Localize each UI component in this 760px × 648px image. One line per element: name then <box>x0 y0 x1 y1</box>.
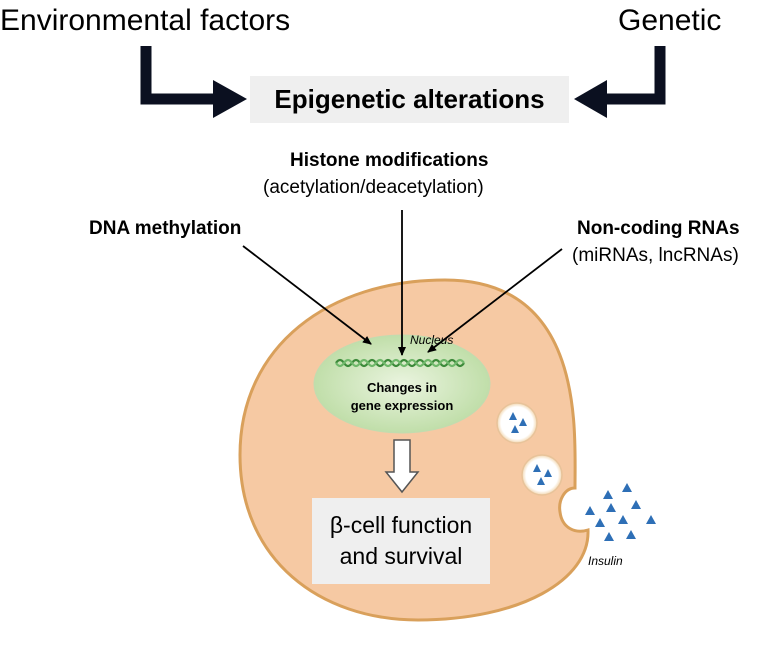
dna-methylation-arrow <box>242 245 372 345</box>
nucleus-text-line1: Changes in <box>366 380 438 395</box>
outcome-down-arrow <box>384 439 420 494</box>
epigenetic-alterations-label: Epigenetic alterations <box>274 84 545 114</box>
genetic-arrow <box>574 46 666 118</box>
epigenetic-alterations-box: Epigenetic alterations <box>250 76 569 123</box>
insulin-label: Insulin <box>588 554 623 568</box>
histone-modifications-detail: (acetylation/deacetylation) <box>263 177 484 198</box>
nucleus-changes-text: Changes in gene expression <box>332 379 472 414</box>
dna-helix-icon <box>335 358 465 368</box>
environmental-factors-label: Environmental factors <box>0 4 291 37</box>
outcome-line1: β-cell function <box>329 511 473 538</box>
non-coding-rnas-detail: (miRNAs, lncRNAs) <box>572 245 739 266</box>
released-insulin-granules <box>585 483 656 541</box>
dna-methylation-label: DNA methylation <box>89 218 242 239</box>
non-coding-rnas-label: Non-coding RNAs <box>577 218 740 239</box>
insulin-vesicle <box>496 402 538 444</box>
outcome-line2: and survival <box>339 543 463 569</box>
nucleus-label: Nucleus <box>410 333 454 347</box>
genetic-label: Genetic <box>618 4 722 37</box>
insulin-vesicle <box>521 454 563 496</box>
non-coding-rnas-arrow <box>427 248 563 353</box>
nucleus-text-line2: gene expression <box>350 397 454 413</box>
outcome-box: β-cell function and survival <box>312 498 490 584</box>
environmental-arrow <box>140 46 247 118</box>
histone-modifications-label: Histone modifications <box>290 150 489 171</box>
